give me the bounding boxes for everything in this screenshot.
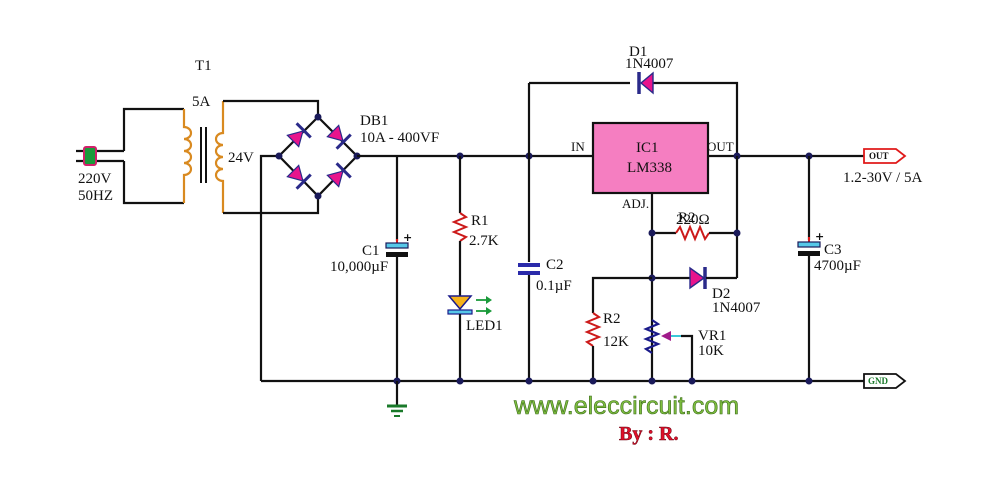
r1-ref: R1: [471, 213, 489, 229]
diode-icon: [639, 71, 654, 95]
vr1-ref: VR1: [698, 328, 726, 344]
earth-ground-icon: [387, 404, 407, 417]
light-arrow-icon: [486, 296, 492, 304]
out-port-tag: [863, 148, 907, 164]
resistor-icon: [584, 312, 602, 347]
ic1-pin-in: IN: [571, 139, 585, 154]
out-port[interactable]: OUT: [863, 148, 907, 164]
secondary-coil: [214, 101, 225, 213]
out-port-label: OUT: [869, 151, 889, 161]
r1-value: 2.7K: [469, 233, 499, 249]
resistor-icon: [675, 224, 710, 242]
d1-ref: D1: [629, 44, 647, 60]
led-icon: [447, 295, 473, 311]
output-spec: 1.2-30V / 5A: [843, 170, 922, 186]
author-credit: By : R.: [619, 423, 678, 445]
transformer-t1: [182, 101, 225, 213]
bridge-rectifier-db1: [275, 113, 361, 200]
c1-value: 10,000µF: [330, 259, 388, 275]
input-voltage: 220V: [78, 171, 112, 187]
t1-ref: T1: [195, 58, 212, 74]
r2-top-ref: R2: [678, 210, 696, 226]
bridge-diode-icon: [326, 162, 352, 188]
adj-network: [584, 156, 741, 385]
led-led1: [447, 295, 492, 385]
bridge-diode-icon: [326, 124, 352, 150]
c1-polarity: +: [403, 231, 412, 244]
db1-ref: DB1: [360, 113, 388, 129]
resistor-r1: [451, 152, 469, 296]
r2-bottom-ref: R2: [603, 311, 621, 327]
capacitor-c1: +: [385, 156, 412, 417]
potentiometer-icon: [643, 319, 661, 354]
bridge-diode-icon: [286, 122, 312, 148]
c3-value: 4700µF: [814, 258, 861, 274]
resistor-icon: [451, 212, 469, 242]
gnd-port-tag: [863, 373, 907, 389]
wiper-arrow-icon: [661, 331, 671, 341]
t1-rating: 5A: [192, 94, 211, 110]
gnd-port-label: GND: [868, 376, 889, 386]
regulator-ic1: [591, 121, 710, 195]
capacitor-c3: +: [797, 152, 824, 385]
input-plug: [76, 146, 124, 166]
input-frequency: 50HZ: [78, 188, 113, 204]
gnd-port[interactable]: GND: [863, 373, 907, 389]
diode-icon: [689, 266, 706, 290]
db1-rating: 10A - 400VF: [360, 130, 439, 146]
led1-ref: LED1: [466, 318, 503, 334]
ic1-ref: IC1: [636, 140, 659, 156]
primary-coil: [182, 109, 193, 203]
vr1-value: 10K: [698, 343, 724, 359]
ic1-pin-out: OUT: [707, 139, 734, 154]
secondary-wires: [223, 99, 320, 381]
r2-bottom-value: 12K: [603, 334, 629, 350]
primary-wires: [122, 107, 184, 205]
bridge-diode-icon: [286, 164, 312, 190]
ic1-pin-adj: ADJ.: [622, 196, 649, 211]
d2-part: 1N4007: [712, 300, 761, 316]
c3-ref: C3: [824, 242, 842, 258]
diode-d1: [529, 71, 739, 156]
plug-icon: [83, 146, 97, 166]
c2-ref: C2: [546, 257, 564, 273]
d2-ref: D2: [712, 286, 730, 302]
website-credit: www.eleccircuit.com: [513, 392, 739, 420]
c2-value: 0.1µF: [536, 278, 572, 294]
light-arrow-icon: [486, 307, 492, 315]
d1-part: 1N4007: [625, 56, 674, 72]
capacitor-c2: [518, 83, 540, 385]
r2-top-value: 220Ω: [676, 212, 710, 228]
t1-secondary-voltage: 24V: [228, 150, 254, 166]
c1-ref: C1: [362, 243, 380, 259]
c3-polarity: +: [815, 230, 824, 243]
ic1-part: LM338: [627, 160, 672, 176]
